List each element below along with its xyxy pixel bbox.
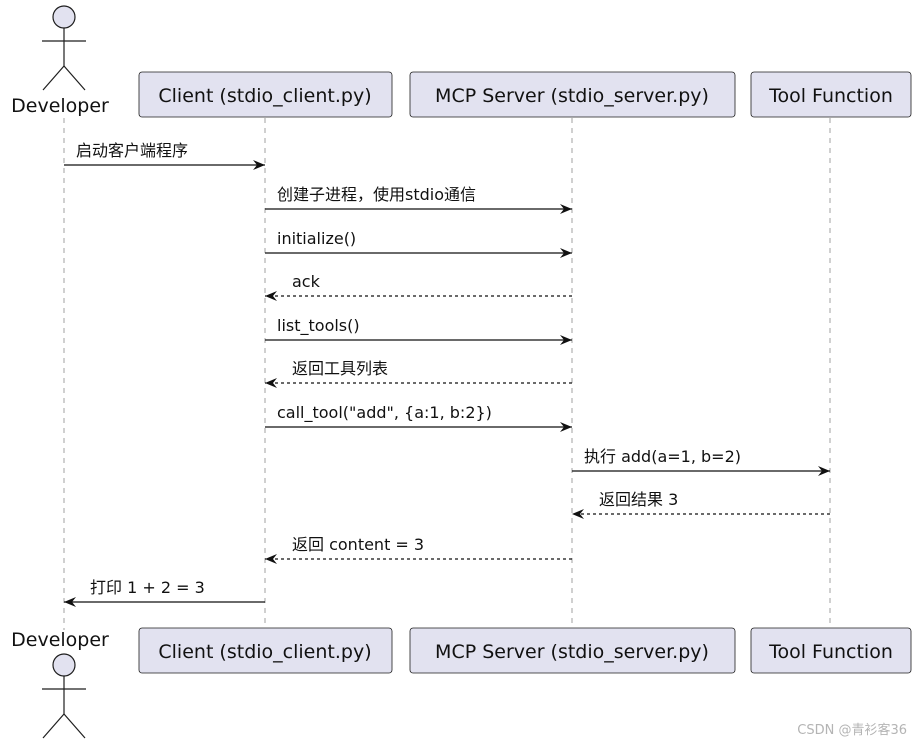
participant-server-top: MCP Server (stdio_server.py) — [409, 71, 736, 118]
message-label: 启动客户端程序 — [76, 141, 188, 160]
participant-tool-bottom: Tool Function — [750, 627, 912, 674]
client-label-bottom: Client (stdio_client.py) — [158, 641, 371, 663]
participant-server-bottom: MCP Server (stdio_server.py) — [409, 627, 736, 674]
server-label-bottom: MCP Server (stdio_server.py) — [435, 641, 709, 663]
actor-head-icon — [52, 653, 76, 677]
message-label: 打印 1 + 2 = 3 — [90, 578, 205, 597]
developer-actor-bottom: Developer — [11, 629, 109, 739]
message-3: initialize() — [265, 229, 572, 258]
message-label: list_tools() — [277, 316, 360, 336]
participant-tool-top: Tool Function — [750, 71, 912, 118]
tool-label-bottom: Tool Function — [768, 641, 893, 663]
participant-client-bottom: Client (stdio_client.py) — [138, 627, 393, 674]
message-11: 打印 1 + 2 = 3 — [64, 578, 265, 607]
message-label: ack — [292, 272, 321, 291]
message-4: ack — [265, 272, 572, 301]
message-10: 返回 content = 3 — [265, 535, 572, 564]
message-1: 启动客户端程序 — [64, 141, 265, 170]
watermark: CSDN @青衫客36 — [797, 723, 907, 738]
client-label-top: Client (stdio_client.py) — [158, 85, 371, 107]
participant-client-top: Client (stdio_client.py) — [138, 71, 393, 118]
message-label: 执行 add(a=1, b=2) — [584, 447, 741, 466]
message-5: list_tools() — [265, 316, 572, 345]
developer-label-bottom: Developer — [11, 629, 109, 651]
message-6: 返回工具列表 — [265, 359, 572, 388]
message-7: call_tool("add", {a:1, b:2}) — [265, 403, 572, 432]
message-label: 返回工具列表 — [292, 359, 388, 378]
message-label: 创建子进程，使用stdio通信 — [277, 185, 476, 204]
message-label: initialize() — [277, 229, 356, 248]
message-2: 创建子进程，使用stdio通信 — [265, 185, 572, 214]
server-label-top: MCP Server (stdio_server.py) — [435, 85, 709, 107]
message-label: 返回 content = 3 — [292, 535, 424, 554]
developer-actor-top: Developer — [11, 5, 109, 117]
tool-label-top: Tool Function — [768, 85, 893, 107]
message-8: 执行 add(a=1, b=2) — [572, 447, 830, 476]
actor-head-icon — [52, 5, 76, 29]
developer-label-top: Developer — [11, 95, 109, 117]
message-label: 返回结果 3 — [599, 490, 678, 509]
message-9: 返回结果 3 — [572, 490, 830, 519]
message-label: call_tool("add", {a:1, b:2}) — [277, 403, 492, 423]
